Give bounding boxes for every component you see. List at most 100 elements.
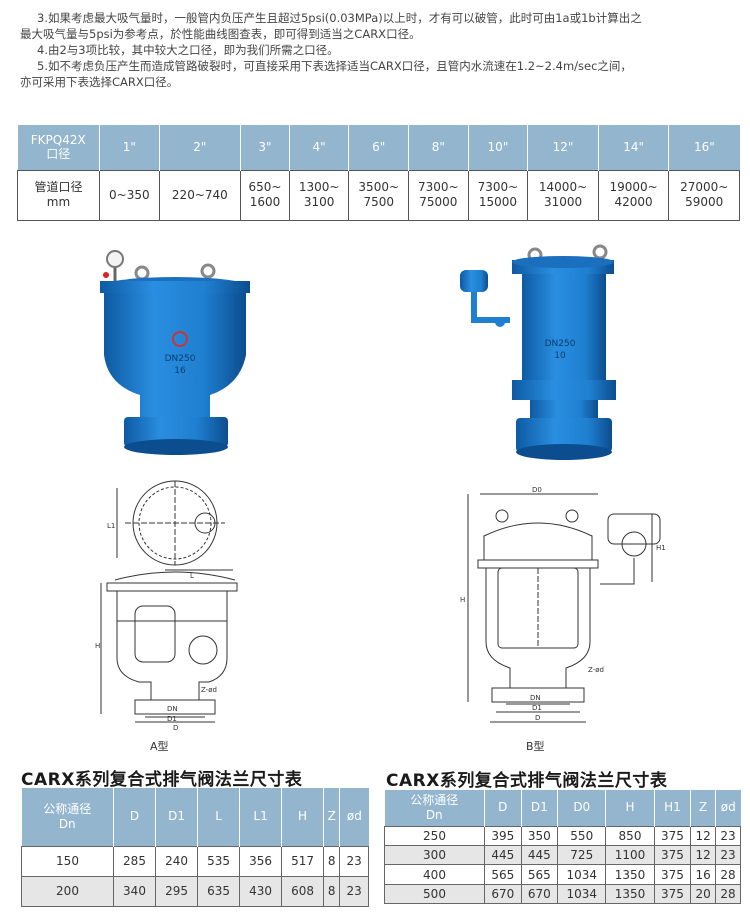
cell: 608 bbox=[281, 875, 325, 907]
range-value: 3100 bbox=[303, 195, 335, 209]
range-value: 75000 bbox=[419, 195, 458, 209]
cell: 340 bbox=[112, 875, 157, 907]
col-header: D1 bbox=[521, 790, 559, 827]
dim-label: D bbox=[535, 714, 540, 722]
size-col: 14" bbox=[598, 125, 670, 170]
dn-header-label: 公称通径 bbox=[410, 792, 459, 807]
range-value: 1600 bbox=[249, 195, 281, 209]
dn-header: 公称通径 Dn bbox=[21, 788, 114, 846]
col-header: D bbox=[484, 790, 522, 827]
dim-label: Z-ød bbox=[201, 686, 217, 694]
range-value: 7500 bbox=[363, 195, 394, 209]
cell: 1350 bbox=[605, 883, 655, 905]
size-col: 1" bbox=[99, 125, 160, 170]
row-label-cell: 管道口径 mm bbox=[17, 169, 100, 221]
col-header: H1 bbox=[654, 790, 692, 827]
range-value: 42000 bbox=[614, 195, 653, 209]
col-header: L bbox=[197, 788, 241, 846]
range-value: 7300~ bbox=[418, 180, 459, 194]
table-row: 300 445 445 725 1100 375 12 23 bbox=[384, 845, 741, 866]
range-cell: 7300~75000 bbox=[408, 169, 469, 221]
size-col: 2" bbox=[159, 125, 242, 170]
cell: 1034 bbox=[557, 864, 607, 885]
cell: 300 bbox=[384, 845, 485, 866]
cell: 375 bbox=[653, 845, 692, 866]
cell: 725 bbox=[557, 845, 607, 866]
cell: 356 bbox=[239, 845, 283, 877]
cell: 20 bbox=[690, 883, 717, 905]
cell: 1034 bbox=[557, 883, 607, 905]
cell: 445 bbox=[484, 845, 522, 866]
dim-label: H1 bbox=[656, 544, 666, 552]
cell: 8 bbox=[323, 845, 341, 877]
model-sub-label: 口径 bbox=[46, 147, 71, 162]
flange-table-a: 公称通径 Dn D D1 L L1 H Z ød 150 285 240 535… bbox=[21, 788, 369, 907]
row-label: 管道口径 bbox=[34, 180, 83, 194]
range-value: 14000~ bbox=[538, 180, 588, 194]
col-header: Z bbox=[690, 790, 717, 827]
range-cell: 3500~7500 bbox=[348, 169, 410, 221]
flange-table-b: 公称通径 Dn D D1 D0 H H1 Z ød 250 395 350 55… bbox=[384, 790, 741, 905]
intro-line: 最大吸气量与5psi为参考点，於性能曲线图查表，即可得到适当之CARX口径。 bbox=[20, 27, 421, 41]
range-cell: 650~1600 bbox=[240, 169, 290, 221]
size-table-header: FKPQ42X 口径 1" 2" 3" 4" 6" 8" 10" 12" 14"… bbox=[17, 125, 740, 170]
range-value: 0~350 bbox=[109, 187, 150, 202]
range-value: 220~740 bbox=[171, 187, 228, 202]
cell: 400 bbox=[384, 864, 485, 885]
intro-line: 5.如不考虑负压产生而造成管路破裂时，可直接采用下表选择适当CARX口径，且管内… bbox=[37, 59, 632, 73]
dim-label: H bbox=[95, 642, 100, 650]
dn-header: 公称通径 Dn bbox=[384, 790, 485, 827]
drawing-a-caption: A型 bbox=[150, 740, 169, 753]
valve-photo-b: DN250 10 bbox=[460, 244, 616, 460]
size-col: 12" bbox=[527, 125, 599, 170]
cell: 12 bbox=[690, 825, 717, 847]
range-value: 650~ bbox=[248, 180, 282, 194]
dim-label: H bbox=[460, 596, 465, 604]
range-cell: 14000~31000 bbox=[527, 169, 599, 221]
photo-b-mark-top: DN250 bbox=[545, 339, 576, 349]
table-row: 500 670 670 1034 1350 375 20 28 bbox=[384, 883, 741, 905]
flange-a-header: 公称通径 Dn D D1 L L1 H Z ød bbox=[21, 788, 369, 846]
intro-line: 4.由2与3项比较，其中较大之口径，即为我们所需之口径。 bbox=[37, 43, 339, 57]
dim-label: D bbox=[173, 724, 178, 732]
range-cell: 220~740 bbox=[158, 169, 242, 221]
dim-label: L1 bbox=[107, 522, 115, 530]
intro-text: 3.如果考虑最大吸气量时，一般管内负压产生且超过5psi(0.03MPa)以上时… bbox=[20, 10, 740, 90]
dn-header-label: 公称通径 bbox=[43, 801, 92, 816]
flange-table-b-title: CARX系列复合式排气阀法兰尺寸表 bbox=[386, 771, 668, 791]
size-col: 16" bbox=[668, 125, 740, 170]
cell: 500 bbox=[384, 883, 485, 905]
cell: 670 bbox=[520, 883, 559, 905]
range-value: 15000 bbox=[478, 195, 518, 209]
valve-photo-a: DN250 16 bbox=[100, 250, 250, 455]
cell: 16 bbox=[690, 864, 717, 885]
flange-table-a-title: CARX系列复合式排气阀法兰尺寸表 bbox=[21, 770, 303, 790]
size-col: 4" bbox=[289, 125, 350, 170]
cell: 430 bbox=[239, 875, 283, 907]
range-cell: 19000~42000 bbox=[597, 169, 670, 221]
size-table-model-header: FKPQ42X 口径 bbox=[17, 125, 100, 170]
dn-header-sub: Dn bbox=[425, 807, 443, 822]
range-value: 1300~ bbox=[298, 180, 340, 194]
cell: 565 bbox=[484, 864, 522, 885]
intro-line: 3.如果考虑最大吸气量时，一般管内负压产生且超过5psi(0.03MPa)以上时… bbox=[37, 11, 642, 25]
drawing-b: D0 H1 H Z-ød DN D1 D bbox=[460, 486, 666, 723]
cell: 375 bbox=[653, 883, 692, 905]
range-cell: 0~350 bbox=[99, 169, 160, 221]
cell: 28 bbox=[715, 864, 741, 885]
dim-label: DN bbox=[167, 705, 178, 713]
cell: 1100 bbox=[605, 845, 655, 866]
cell: 445 bbox=[520, 845, 559, 866]
range-value: 27000~ bbox=[680, 180, 729, 194]
cell: 375 bbox=[653, 864, 692, 885]
table-row: 400 565 565 1034 1350 375 16 28 bbox=[384, 864, 741, 885]
dim-label: D1 bbox=[532, 704, 542, 712]
cell: 12 bbox=[690, 845, 717, 866]
range-cell: 27000~59000 bbox=[668, 169, 740, 221]
col-header: ød bbox=[339, 788, 369, 846]
range-value: 19000~ bbox=[609, 180, 658, 194]
cell: 850 bbox=[605, 825, 655, 847]
col-header: ød bbox=[715, 790, 741, 827]
table-row: 200 340 295 635 430 608 8 23 bbox=[21, 875, 369, 907]
cell: 28 bbox=[715, 883, 741, 905]
